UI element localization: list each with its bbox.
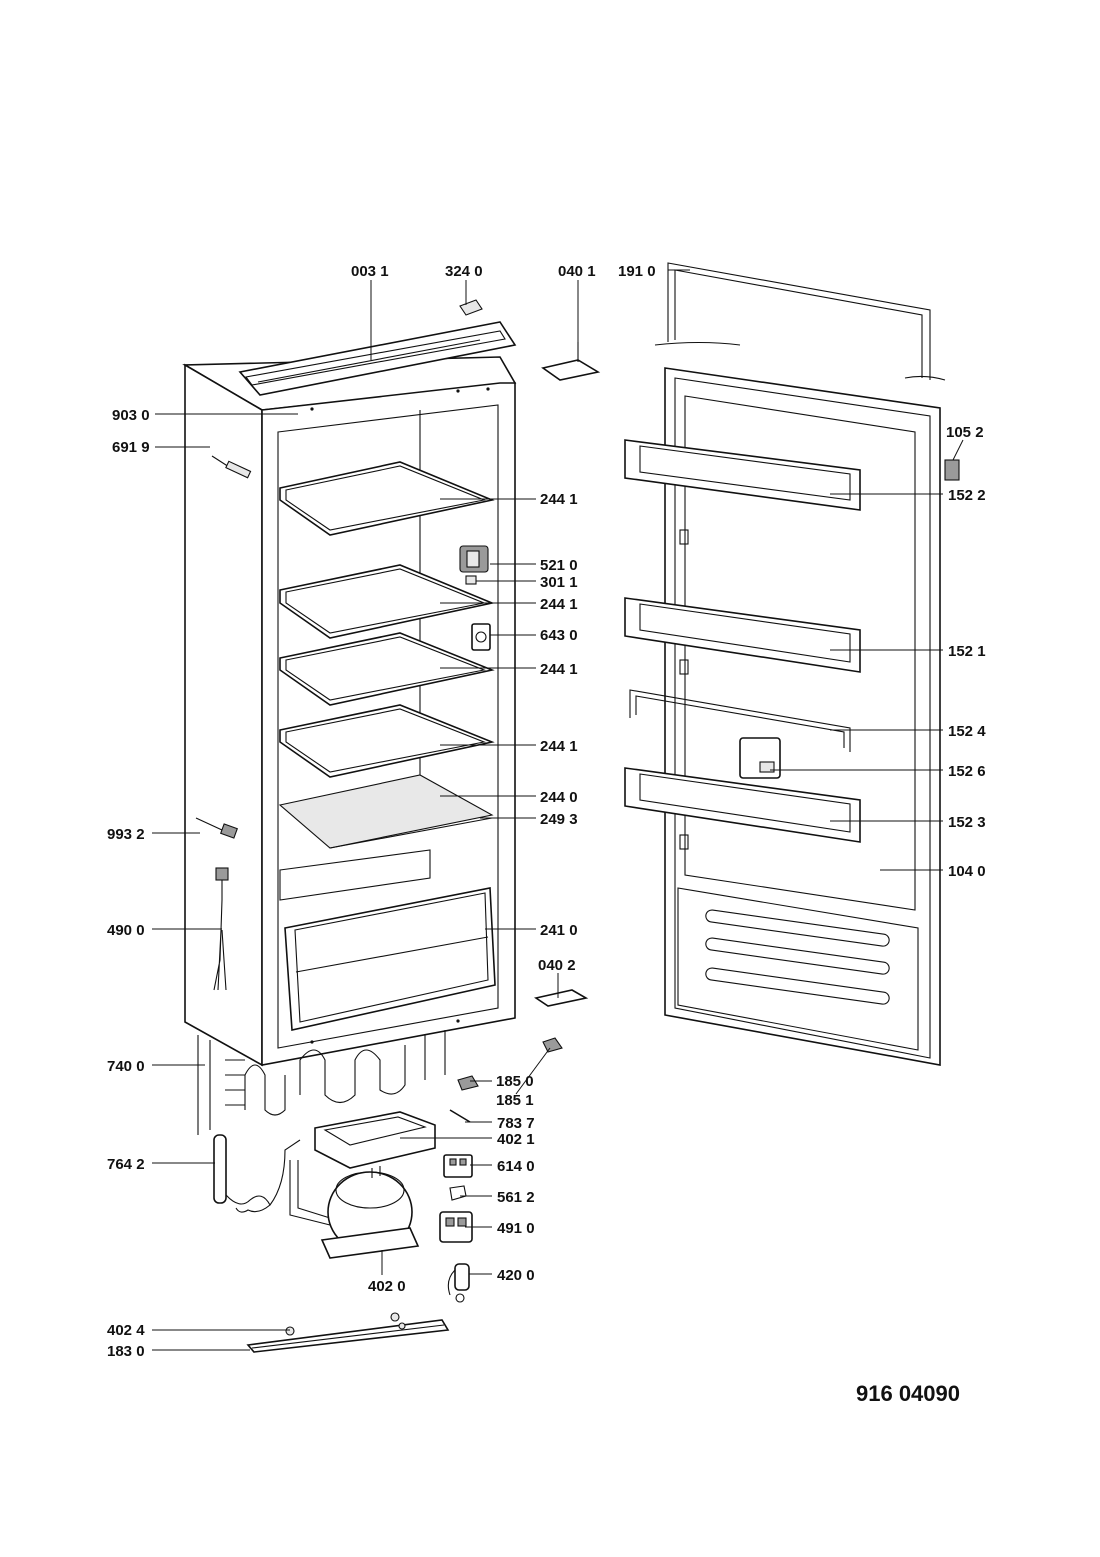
part-label-643-0: 643 0 [540, 627, 578, 644]
glass-shelf-part [279, 704, 495, 778]
part-label-324-0: 324 0 [445, 263, 483, 280]
part-label-244-1-c: 244 1 [540, 661, 578, 678]
compressor-part [289, 1160, 420, 1259]
part-label-152-6: 152 6 [948, 763, 986, 780]
part-label-152-4: 152 4 [948, 723, 986, 740]
crisper-drawer-part [279, 849, 496, 1031]
glass-shelf-part [279, 632, 495, 706]
part-label-740-0: 740 0 [107, 1058, 145, 1075]
door-hinge-pin-part [944, 459, 960, 481]
condenser-part [197, 1030, 446, 1135]
bottle-rail-part [629, 689, 851, 752]
door-balcony-part [624, 439, 861, 511]
part-label-152-3: 152 3 [948, 814, 986, 831]
relay-part [443, 1154, 473, 1178]
part-label-040-2: 040 2 [538, 957, 576, 974]
part-label-241-0: 241 0 [540, 922, 578, 939]
part-label-490-0: 490 0 [107, 922, 145, 939]
connector-part [195, 817, 238, 839]
part-label-993-2: 993 2 [107, 826, 145, 843]
part-label-783-7: 783 7 [497, 1115, 535, 1132]
lamp-part [471, 623, 491, 651]
door-balcony-part [624, 767, 861, 843]
part-label-249-3: 249 3 [540, 811, 578, 828]
part-label-402-4: 402 4 [107, 1322, 145, 1339]
part-label-244-1-d: 244 1 [540, 738, 578, 755]
part-label-003-1: 003 1 [351, 263, 389, 280]
part-label-614-0: 614 0 [497, 1158, 535, 1175]
part-label-105-2: 105 2 [946, 424, 984, 441]
part-label-764-2: 764 2 [107, 1156, 145, 1173]
pin-part [449, 1109, 471, 1123]
part-labels: 003 1 324 0 040 1 191 0 903 0 691 9 105 … [107, 263, 986, 1406]
lower-hinge-part [533, 989, 589, 1007]
part-label-521-0: 521 0 [540, 557, 578, 574]
vegetable-cover-shelf-part [278, 774, 494, 849]
door-balcony-part [624, 597, 861, 673]
thermostat-part [459, 545, 489, 573]
label-plate-part [459, 299, 483, 316]
part-label-244-1-a: 244 1 [540, 491, 578, 508]
drier-filter-part [213, 1134, 301, 1213]
part-label-152-1: 152 1 [948, 643, 986, 660]
part-label-561-2: 561 2 [497, 1189, 535, 1206]
leader-lines [152, 269, 964, 1351]
model-number: 916 04090 [856, 1381, 960, 1406]
part-label-420-0: 420 0 [497, 1267, 535, 1284]
glass-shelf-part [279, 461, 495, 536]
part-label-185-0: 185 0 [496, 1073, 534, 1090]
base-rail-part [246, 1312, 450, 1353]
part-label-244-0: 244 0 [540, 789, 578, 806]
sensor-cable-part [211, 455, 252, 479]
top-cover-part [238, 321, 517, 396]
part-label-402-1: 402 1 [497, 1131, 535, 1148]
part-label-491-0: 491 0 [497, 1220, 535, 1237]
part-label-191-0: 191 0 [618, 263, 656, 280]
hinge-cover-part [542, 1037, 563, 1053]
knob-part [465, 575, 477, 585]
power-cable-part [213, 867, 229, 991]
part-label-104-0: 104 0 [948, 863, 986, 880]
hinge-plate-part [457, 1075, 479, 1091]
part-label-185-1: 185 1 [496, 1092, 534, 1109]
glass-shelf-part [279, 564, 495, 639]
part-label-183-0: 183 0 [107, 1343, 145, 1360]
part-label-301-1: 301 1 [540, 574, 578, 591]
part-label-152-2: 152 2 [948, 487, 986, 504]
part-label-402-0: 402 0 [368, 1278, 406, 1295]
capacitor-part [447, 1263, 470, 1303]
door-gasket-part [654, 262, 946, 381]
bottle-holder-part [739, 737, 781, 779]
part-label-903-0: 903 0 [112, 407, 150, 424]
part-label-040-1: 040 1 [558, 263, 596, 280]
part-label-244-1-b: 244 1 [540, 596, 578, 613]
part-label-691-9: 691 9 [112, 439, 150, 456]
clip-part [449, 1185, 467, 1201]
drip-tray-part [314, 1111, 436, 1169]
upper-hinge-part [541, 342, 601, 381]
